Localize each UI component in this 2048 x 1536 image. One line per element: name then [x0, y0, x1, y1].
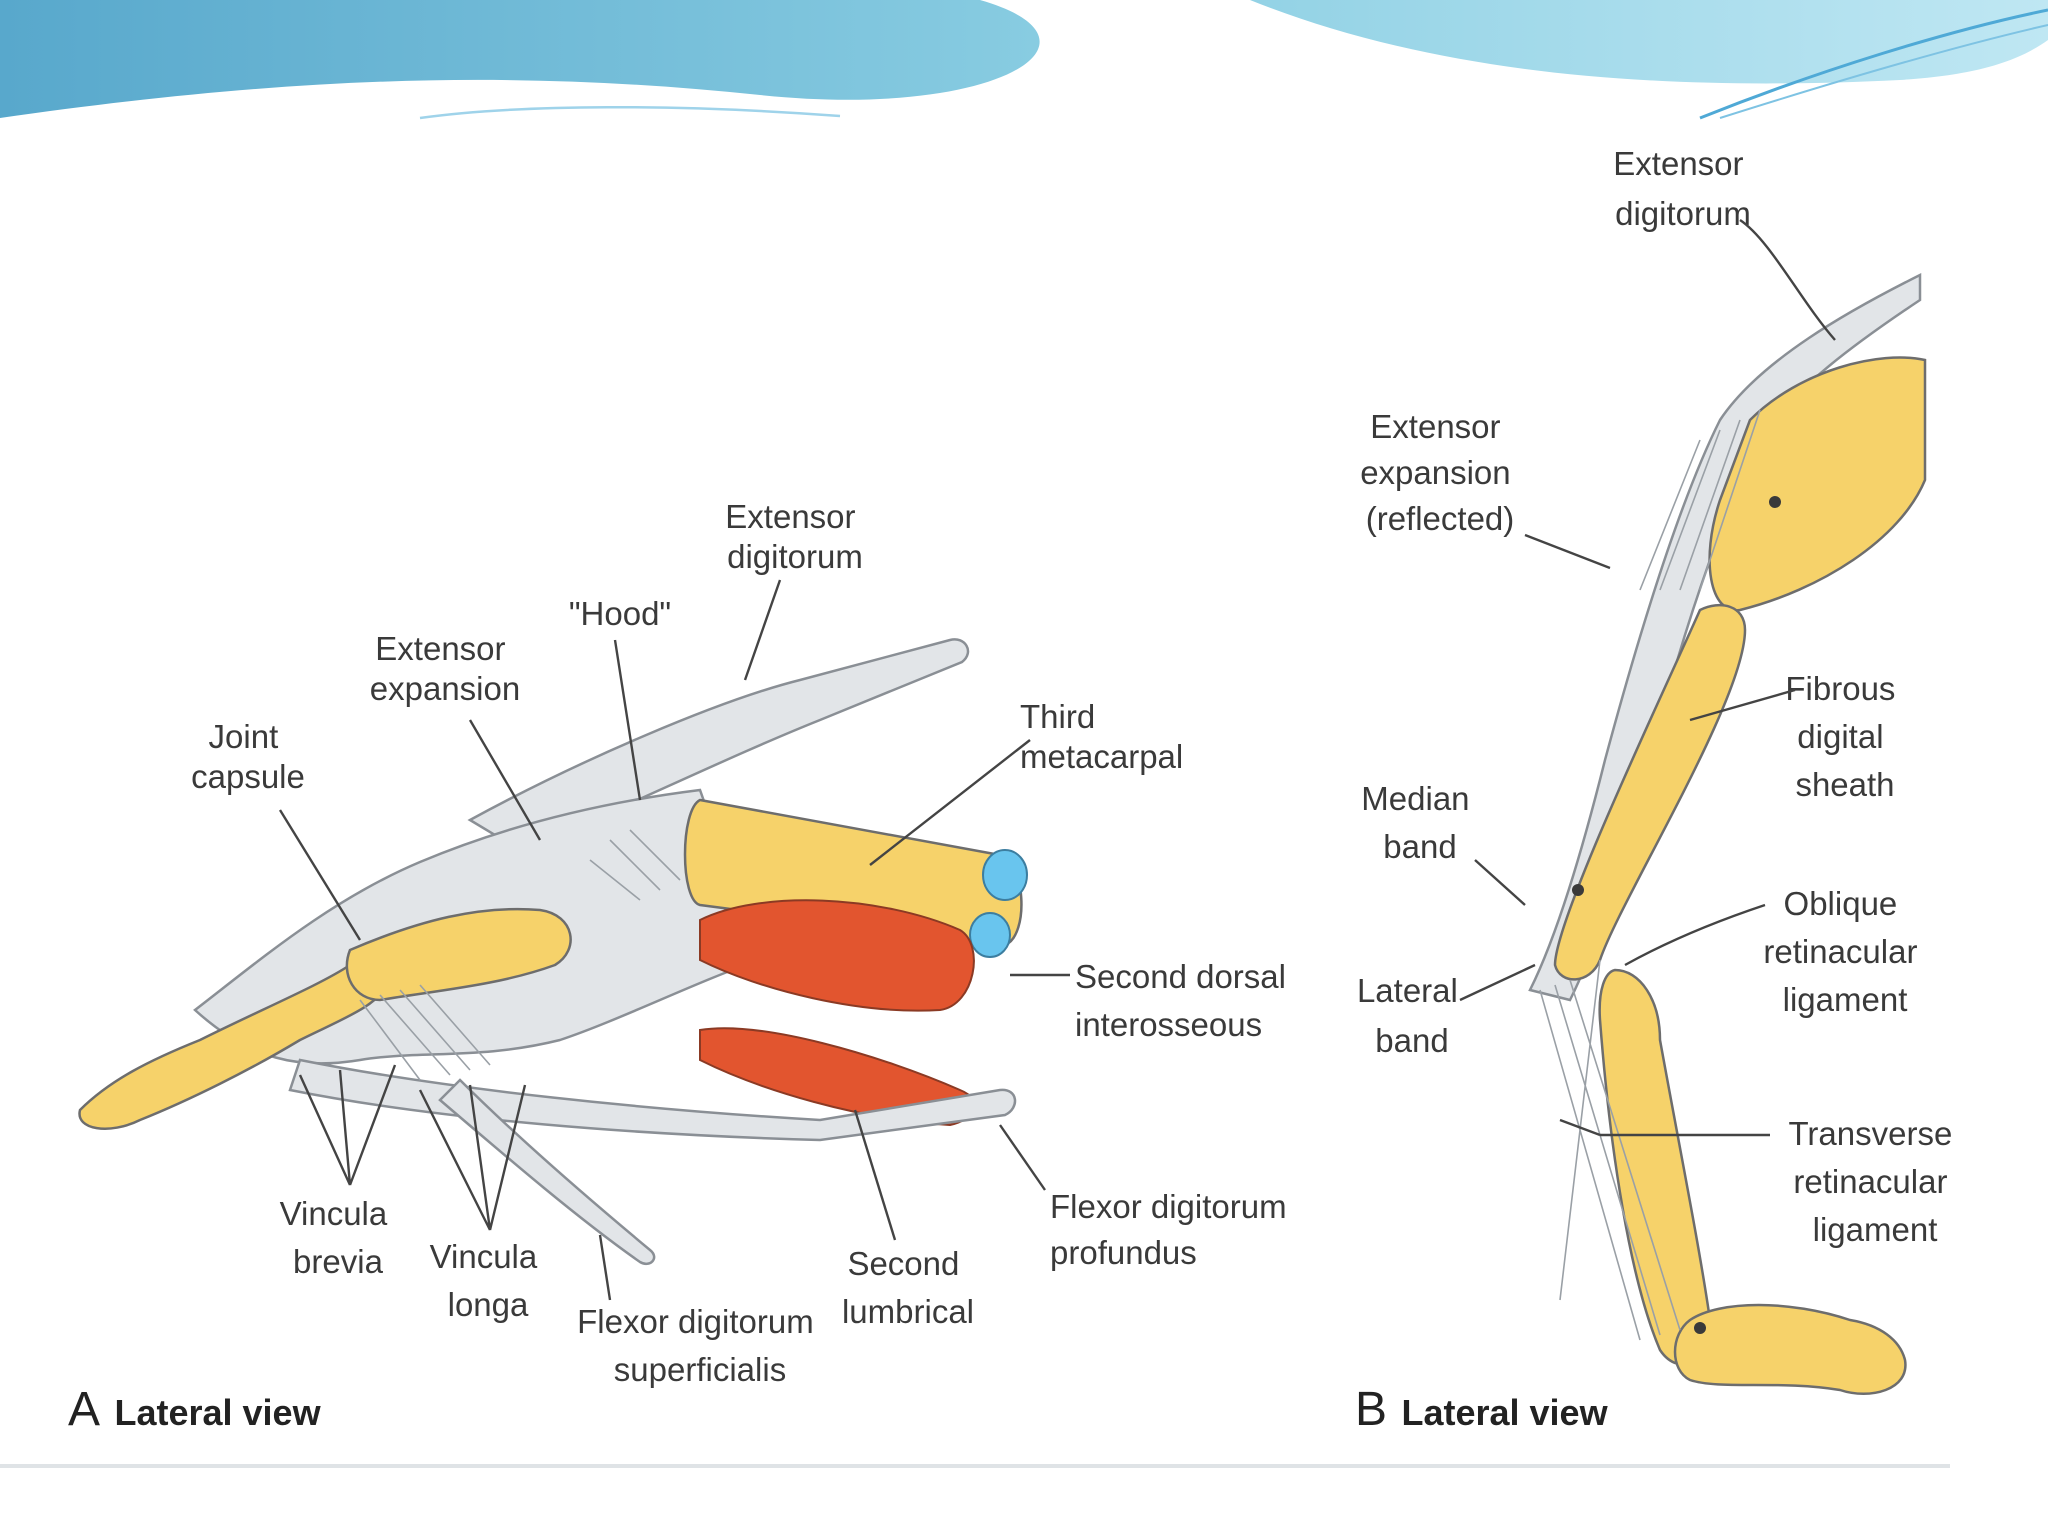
leader-extensor-digitorum-a — [743, 579, 782, 681]
leader-third-metacarpal — [869, 739, 1031, 866]
label-flexor-digitorum-superficialis: Flexor digitorum superficialis — [577, 1303, 823, 1388]
label-line: interosseous — [1075, 1006, 1262, 1043]
label-line: capsule — [191, 758, 305, 795]
leader-extensor-expansion-reflected — [1524, 533, 1611, 570]
leader-transverse-retinacular-ligament — [1559, 1118, 1770, 1137]
leader-fibrous-digital-sheath — [1689, 688, 1796, 722]
label-line: Joint — [209, 718, 279, 755]
label-line: expansion — [1360, 454, 1510, 491]
label-transverse-retinacular-ligament: Transverse retinacular ligament — [1789, 1115, 1962, 1248]
label-line: profundus — [1050, 1234, 1197, 1271]
label-line: Extensor — [1613, 145, 1743, 182]
leader-lateral-band — [1459, 963, 1536, 1002]
label-line: Fibrous — [1785, 670, 1895, 707]
leader-median-band — [1474, 859, 1526, 906]
label-line: Flexor digitorum — [577, 1303, 814, 1340]
label-line: band — [1375, 1022, 1448, 1059]
leader-flexor-digitorum-profundus — [999, 1124, 1046, 1191]
label-line: longa — [448, 1286, 529, 1323]
label-line: digitorum — [1615, 195, 1751, 232]
panel-b-caption-text: Lateral view — [1401, 1392, 1608, 1433]
bone-pivot — [1572, 884, 1584, 896]
label-extensor-expansion-a: Extensor expansion — [370, 630, 520, 707]
label-third-metacarpal: Third metacarpal — [1020, 698, 1183, 775]
label-line: brevia — [293, 1243, 384, 1280]
label-line: metacarpal — [1020, 738, 1183, 775]
leader-oblique-retinacular-ligament — [1624, 903, 1766, 967]
label-line: sheath — [1795, 766, 1894, 803]
leader-joint-capsule — [278, 809, 362, 941]
label-extensor-digitorum-a: Extensor digitorum — [725, 498, 864, 575]
label-extensor-digitorum-b: Extensor digitorum — [1613, 145, 1752, 232]
label-second-lumbrical: Second lumbrical — [842, 1245, 974, 1330]
leader-second-lumbrical — [853, 1109, 897, 1241]
bone-pivot — [1769, 496, 1781, 508]
panel-b-illustration — [1528, 272, 1927, 1395]
label-fibrous-digital-sheath: Fibrous digital sheath — [1785, 670, 1904, 803]
label-line: ligament — [1783, 981, 1908, 1018]
label-line: retinacular — [1763, 933, 1917, 970]
leader-extensor-expansion-a — [468, 719, 542, 841]
slide-header-banner — [0, 0, 2048, 130]
panel-a-caption: A Lateral view — [68, 1383, 322, 1436]
banner-swoosh — [1699, 8, 2048, 120]
label-line: Vincula — [280, 1195, 388, 1232]
label-hood: "Hood" — [569, 595, 671, 632]
label-vincula-longa: Vincula longa — [430, 1238, 547, 1323]
bone-pivot — [1694, 1322, 1706, 1334]
label-line: Extensor — [375, 630, 505, 667]
label-line: Transverse — [1789, 1115, 1953, 1152]
label-line: retinacular — [1793, 1163, 1947, 1200]
panel-b-labels: Extensor digitorum Extensor expansion (r… — [1355, 145, 1962, 1436]
panel-a-caption-text: Lateral view — [114, 1392, 321, 1433]
label-line: superficialis — [614, 1351, 786, 1388]
label-lateral-band: Lateral band — [1357, 972, 1467, 1059]
label-extensor-expansion-reflected: Extensor expansion (reflected) — [1360, 408, 1520, 537]
banner-swoosh — [419, 105, 841, 120]
label-line: Second — [847, 1245, 959, 1282]
label-line: digitorum — [727, 538, 863, 575]
leader-extensor-digitorum-b — [1739, 219, 1836, 341]
label-joint-capsule: Joint capsule — [191, 718, 305, 795]
label-second-dorsal-interosseous: Second dorsal interosseous — [1075, 958, 1295, 1043]
panel-b-caption: B Lateral view — [1355, 1383, 1609, 1436]
leader-flexor-digitorum-superficialis — [598, 1234, 612, 1301]
panel-b-letter: B — [1355, 1383, 1387, 1436]
label-line: Vincula — [430, 1238, 538, 1275]
label-line: Third — [1020, 698, 1095, 735]
panel-a-labels: Extensor digitorum "Hood" Extensor expan… — [68, 498, 1296, 1436]
label-line: expansion — [370, 670, 520, 707]
leader-vincula-longa — [418, 1084, 527, 1231]
label-line: Median — [1361, 780, 1469, 817]
label-line: Second dorsal — [1075, 958, 1286, 995]
label-oblique-retinacular-ligament: Oblique retinacular ligament — [1763, 885, 1926, 1018]
label-line: (reflected) — [1366, 500, 1515, 537]
label-median-band: Median band — [1361, 780, 1478, 865]
label-line: ligament — [1813, 1211, 1938, 1248]
label-vincula-brevia: Vincula brevia — [280, 1195, 397, 1280]
label-line: digital — [1797, 718, 1883, 755]
label-line: Oblique — [1784, 885, 1898, 922]
leader-vincula-brevia — [298, 1064, 397, 1186]
label-flexor-digitorum-profundus: Flexor digitorum profundus — [1050, 1188, 1296, 1271]
label-line: lumbrical — [842, 1293, 974, 1330]
banner-swoosh — [1719, 24, 2048, 119]
leader-hood — [613, 639, 642, 801]
banner-wave — [0, 0, 2048, 130]
label-line: Flexor digitorum — [1050, 1188, 1287, 1225]
label-line: Extensor — [1370, 408, 1500, 445]
panel-a-illustration — [78, 638, 1028, 1266]
label-line: Lateral — [1357, 972, 1458, 1009]
panel-a-letter: A — [68, 1383, 100, 1436]
label-line: Extensor — [725, 498, 855, 535]
label-line: band — [1383, 828, 1456, 865]
